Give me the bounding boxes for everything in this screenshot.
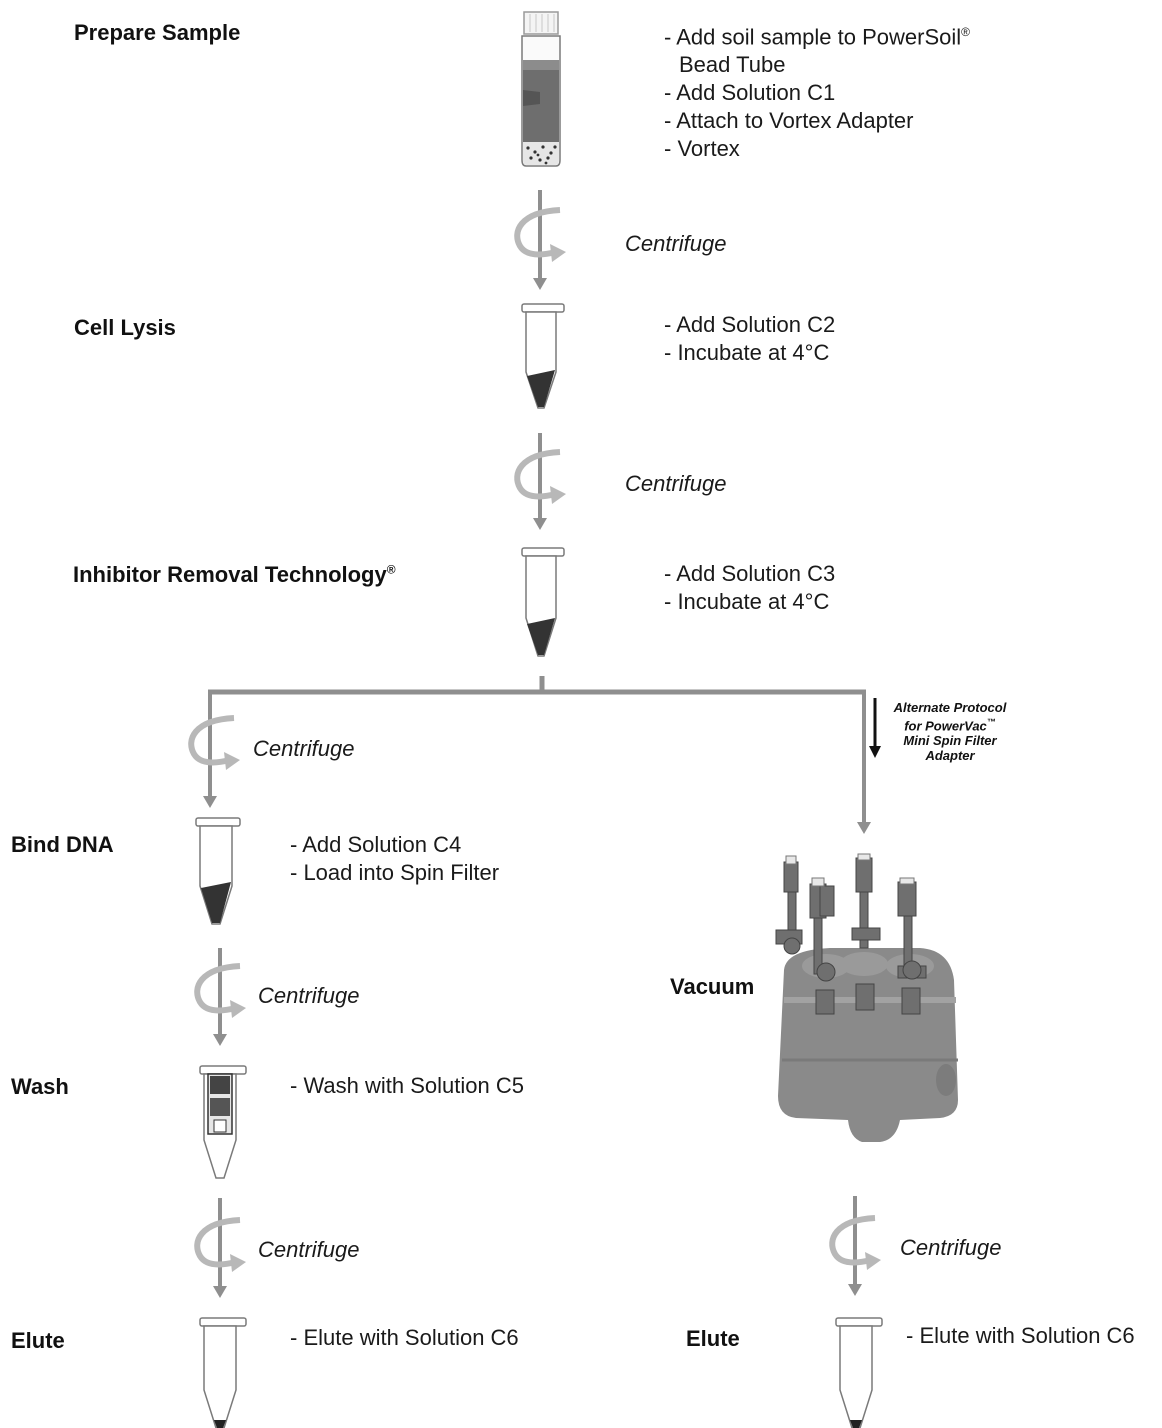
branch-connector (203, 676, 871, 834)
bead-tube-icon (521, 11, 561, 167)
note-line: - Add Solution C3 (664, 561, 836, 586)
alt-line-1: Alternate Protocol (893, 700, 1007, 715)
centrifuge-label: Centrifuge (900, 1235, 1002, 1260)
note-line: - Add Solution C2 (664, 312, 836, 337)
centrifuge-arrow-icon (514, 190, 566, 290)
step-title-elute-left: Elute (11, 1328, 65, 1353)
alt-line-2-text: for PowerVac (904, 718, 987, 734)
notes-wash: - Wash with Solution C5 (290, 1072, 524, 1100)
notes-elute-right: - Elute with Solution C6 (906, 1322, 1135, 1350)
registered-mark: ® (386, 562, 396, 577)
step-title-elute-right: Elute (686, 1326, 740, 1351)
note-line: - Elute with Solution C6 (290, 1325, 519, 1350)
alt-line-4: Adapter (925, 748, 975, 764)
microtube-icon (521, 547, 565, 657)
note-line: Bead Tube (679, 52, 786, 78)
notes-inhibitor-removal: - Add Solution C3 - Incubate at 4°C (664, 560, 835, 616)
centrifuge-label: Centrifuge (253, 736, 355, 761)
vacuum-manifold-icon (775, 853, 958, 1142)
trademark-mark: ™ (986, 717, 996, 727)
step-title-prepare-sample: Prepare Sample (74, 20, 241, 45)
note-line: - Wash with Solution C5 (290, 1073, 524, 1098)
alternate-protocol-note: Alternate Protocol for PowerVac™ Mini Sp… (880, 700, 1020, 763)
notes-cell-lysis: - Add Solution C2 - Incubate at 4°C (664, 311, 835, 367)
note-line: - Load into Spin Filter (290, 860, 500, 885)
microtube-icon (195, 817, 241, 925)
centrifuge-label: Centrifuge (258, 1237, 360, 1262)
step-title-wash: Wash (11, 1074, 69, 1099)
step-title-inhibitor-removal-text: Inhibitor Removal Technology (73, 562, 387, 587)
notes-prepare-sample: - Add soil sample to PowerSoil® Bead Tub… (664, 18, 970, 163)
note-line: - Add soil sample to PowerSoil® (664, 18, 970, 51)
alt-line-3: Mini Spin Filter (903, 733, 997, 749)
note-line: - Attach to Vortex Adapter (664, 108, 914, 134)
down-arrow-icon (869, 698, 881, 758)
step-title-vacuum: Vacuum (670, 974, 755, 999)
centrifuge-arrow-icon (194, 1198, 246, 1298)
note-line-text: - Add soil sample to PowerSoil (664, 24, 962, 50)
centrifuge-arrow-icon (194, 948, 246, 1046)
microtube-icon (199, 1317, 247, 1428)
spin-filter-tube-icon (199, 1065, 247, 1179)
note-line: - Vortex (664, 136, 740, 162)
registered-mark: ® (961, 25, 970, 39)
microtube-icon (835, 1317, 883, 1428)
step-title-bind-dna: Bind DNA (11, 832, 114, 857)
centrifuge-arrow-icon (829, 1196, 881, 1296)
step-title-inhibitor-removal: Inhibitor Removal Technology® (73, 562, 396, 588)
note-line: - Add Solution C4 (290, 832, 462, 857)
centrifuge-label: Centrifuge (625, 231, 727, 256)
centrifuge-arrow-icon (188, 715, 240, 770)
centrifuge-label: Centrifuge (625, 471, 727, 496)
centrifuge-label: Centrifuge (258, 983, 360, 1008)
microtube-icon (521, 303, 565, 409)
note-line: - Incubate at 4°C (664, 589, 830, 614)
step-title-cell-lysis: Cell Lysis (74, 315, 176, 340)
notes-elute-left: - Elute with Solution C6 (290, 1324, 519, 1352)
note-line: - Add Solution C1 (664, 80, 836, 106)
notes-bind-dna: - Add Solution C4 - Load into Spin Filte… (290, 831, 499, 887)
note-line: - Elute with Solution C6 (906, 1323, 1135, 1348)
alt-line-2: for PowerVac™ (880, 715, 1020, 733)
centrifuge-arrow-icon (514, 433, 566, 530)
note-line: - Incubate at 4°C (664, 340, 830, 365)
